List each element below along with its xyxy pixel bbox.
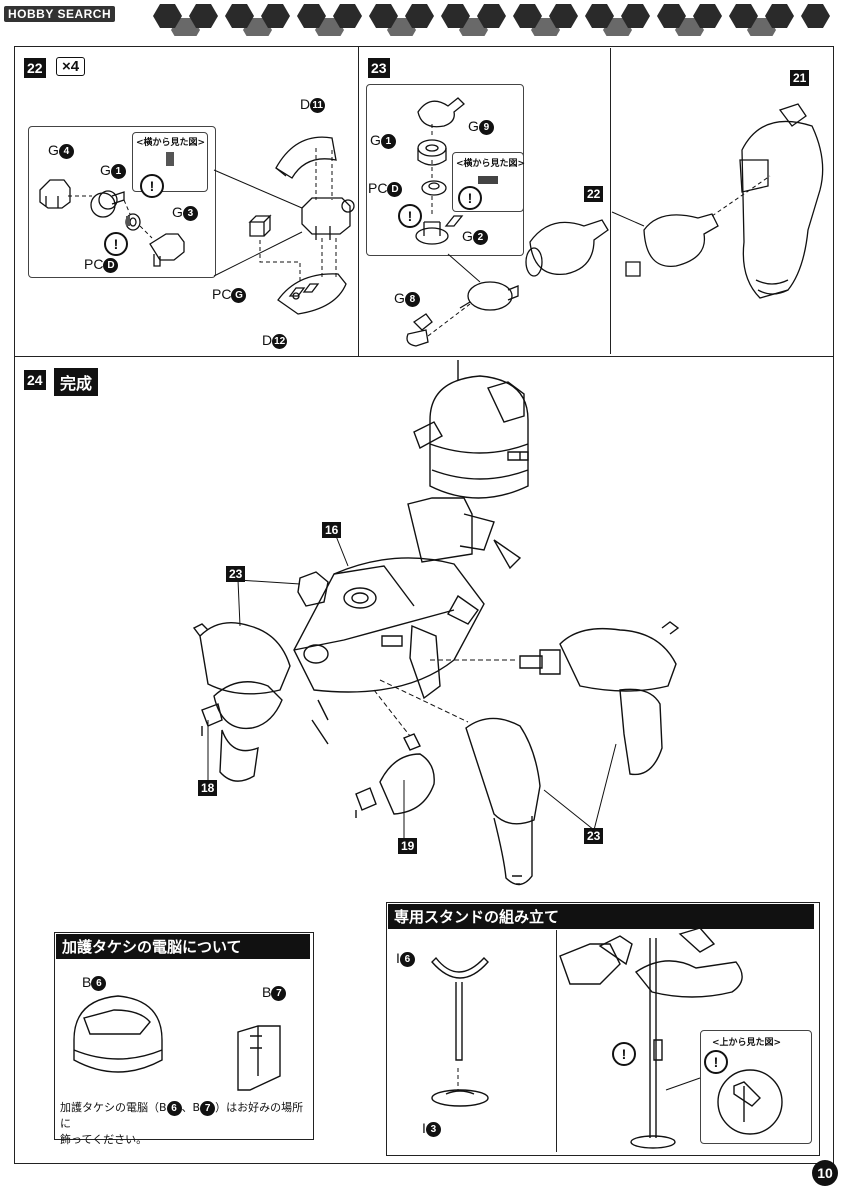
step-23-divider — [610, 48, 611, 354]
callout-23: 23 — [584, 828, 604, 844]
hex-pattern — [153, 4, 830, 36]
warning-icon: ! — [104, 232, 128, 256]
step-23-number: 23 — [368, 58, 390, 78]
warning-icon: ! — [398, 204, 422, 228]
callout-16: 16 — [322, 522, 342, 538]
callout-18: 18 — [198, 780, 218, 796]
top-view-box — [700, 1030, 812, 1144]
warning-icon: ! — [140, 174, 164, 198]
top-view-label: <上から見た図> — [712, 1038, 782, 1048]
step-24-title: 完成 — [54, 368, 99, 396]
callout-19: 19 — [398, 838, 418, 854]
stand-divider — [556, 930, 557, 1152]
warning-icon: ! — [704, 1050, 728, 1074]
step-22-number: 22 — [24, 58, 46, 78]
warning-icon: ! — [458, 186, 482, 210]
side-view-label: <横から見た図> — [136, 138, 206, 148]
side-view-label: <横から見た図> — [456, 159, 526, 169]
warning-icon: ! — [612, 1042, 636, 1066]
step-24-number: 24 — [24, 370, 46, 390]
step-22-multiplier: ×4 — [56, 57, 86, 76]
callout-21: 21 — [790, 70, 810, 86]
page-number: 10 — [812, 1160, 838, 1186]
stand-title: 専用スタンドの組み立て — [388, 904, 814, 929]
site-logo: HOBBY SEARCH — [4, 6, 116, 22]
brain-note-box — [54, 932, 314, 1140]
callout-22: 22 — [584, 186, 604, 202]
header-strip: HOBBY SEARCH — [0, 0, 846, 36]
callout-23: 23 — [226, 566, 246, 582]
brain-note-title: 加護タケシの電脳について — [56, 934, 310, 959]
